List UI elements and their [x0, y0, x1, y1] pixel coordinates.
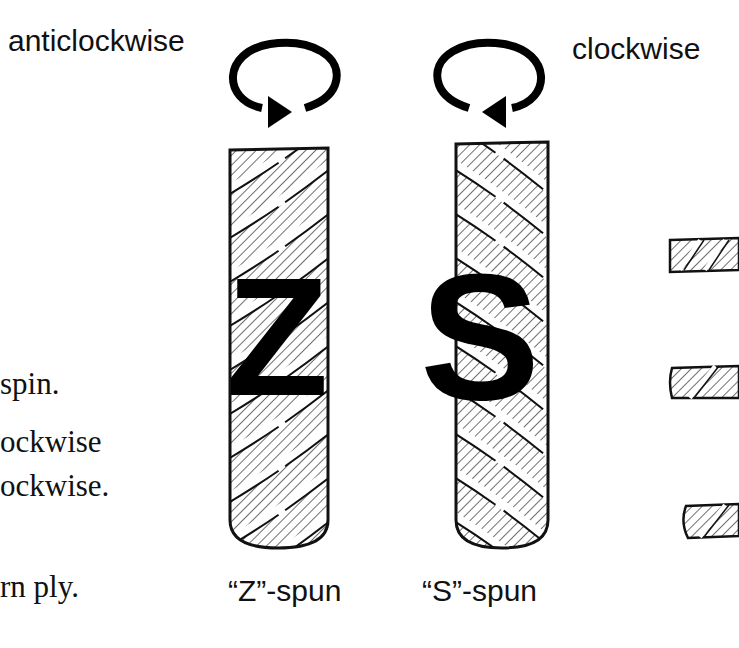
cut-text: rn ply. [0, 571, 79, 602]
cut-text: spin. [0, 368, 59, 399]
cut-text: ockwise [0, 426, 102, 457]
yarn-caption: “S”-spun [422, 576, 537, 606]
twist-letter: S [420, 256, 540, 418]
rotation-label: clockwise [572, 34, 700, 64]
cut-text: ockwise. [0, 470, 109, 501]
twist-letter: Z [226, 262, 329, 413]
rotation-label: anticlockwise [8, 26, 185, 56]
yarn-caption: “Z”-spun [228, 576, 341, 606]
